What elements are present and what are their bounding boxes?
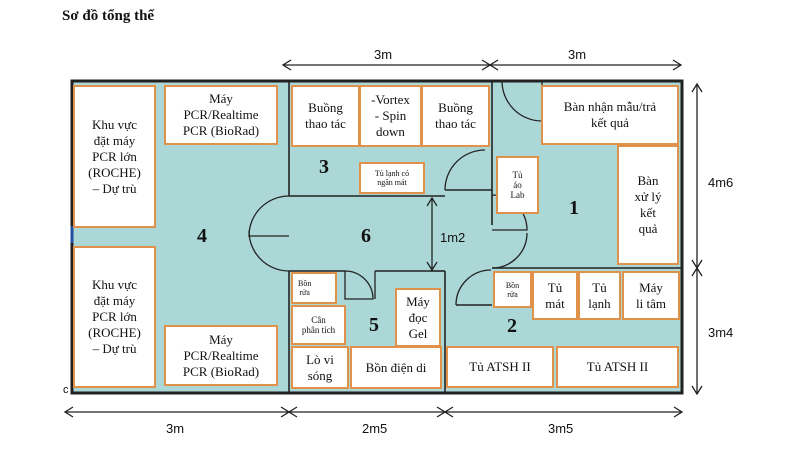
label-bon-dien-di: Bồn điện di	[365, 359, 427, 375]
box-bon-rua-5	[291, 272, 337, 304]
box-may-pcr-bottom	[164, 325, 278, 386]
dimension-lines	[63, 59, 703, 418]
box-buong-1	[291, 85, 360, 147]
dimension-bottom-mid: 2m5	[362, 421, 388, 436]
room-number-5: 5	[369, 314, 379, 336]
box-tu-lanh-ngan-mat	[359, 162, 425, 194]
label-may-pcr-bottom: Máy PCR/Realtime PCR (BioRad)	[182, 331, 260, 379]
label-may-pcr-top: Máy PCR/Realtime PCR (BioRad)	[182, 91, 260, 138]
box-buong-2	[421, 85, 490, 147]
label-vortex: -Vortex - Spin down	[371, 92, 410, 139]
label-bon-rua-2: Bồn rửa	[505, 280, 520, 299]
box-may-pcr-top	[164, 85, 278, 145]
box-khu-vuc-bottom	[73, 246, 156, 388]
box-bon-rua-2	[493, 271, 532, 308]
label-tu-lanh: Tủ lạnh	[588, 279, 611, 311]
box-may-li-tam	[622, 271, 680, 320]
box-bon-dien-di	[350, 346, 442, 389]
dimension-bottom-left: 3m	[166, 421, 185, 436]
label-tu-ao-lab: Tủ áo Lab	[510, 170, 525, 200]
dimension-bottom-right: 3m5	[548, 421, 574, 436]
label-tu-atsh-1: Tủ ATSH II	[469, 359, 531, 374]
label-buong-thao-tac-2: Buồng thao tác	[435, 100, 476, 131]
dimension-top-left: 3m	[374, 47, 393, 62]
box-tu-atsh-2	[556, 346, 679, 388]
box-can-phan-tich	[291, 305, 346, 345]
box-tu-lanh	[578, 271, 621, 320]
room-number-3: 3	[319, 156, 329, 178]
box-tu-mat	[532, 271, 578, 320]
label-tu-atsh-2: Tủ ATSH II	[586, 359, 649, 374]
label-ban-nhan-mau: Bàn nhận mẫu/trả kết quả	[563, 99, 657, 130]
equipment-boxes	[73, 85, 680, 389]
label-khu-vuc-bottom: Khu vực đặt máy PCR lớn (ROCHE) – Dự trù	[88, 277, 141, 356]
room-number-4: 4	[197, 225, 207, 247]
label-tu-mat: Tủ mát	[545, 279, 565, 311]
label-lo-vi-song: Lò vi sóng	[306, 351, 334, 383]
diagram-title: Sơ đồ tổng thể	[62, 8, 155, 24]
dimension-right-upper: 4m6	[708, 175, 734, 190]
dimension-right-lower: 3m4	[708, 325, 734, 340]
room-number-1: 1	[569, 197, 579, 219]
box-ban-xu-ly	[617, 145, 679, 265]
box-ban-nhan-mau	[541, 85, 679, 145]
label-may-li-tam: Máy li tâm	[636, 279, 666, 311]
box-khu-vuc-top	[73, 85, 156, 228]
corner-mark: c	[63, 384, 69, 396]
label-can-phan-tich: Cân phân tích	[301, 315, 336, 335]
label-bon-rua-5: Bồn rửa	[298, 279, 312, 297]
label-tu-lanh-ngan-mat: Tủ lạnh có ngăn mát	[374, 169, 410, 187]
room-number-6: 6	[361, 225, 371, 247]
label-ban-xu-ly: Bàn xử lý kết quả	[634, 173, 662, 236]
inner-walls	[288, 81, 682, 393]
label-buong-thao-tac-1: Buồng thao tác	[305, 100, 346, 131]
box-tu-ao-lab	[496, 156, 539, 214]
box-lo-vi-song	[291, 346, 349, 389]
dimension-top-right: 3m	[568, 47, 587, 62]
box-tu-atsh-1	[446, 346, 554, 388]
room-number-2: 2	[507, 315, 517, 337]
label-may-doc-gel: Máy đọc Gel	[406, 293, 430, 341]
label-khu-vuc-top: Khu vực đặt máy PCR lớn (ROCHE) – Dự trù	[88, 116, 141, 196]
dimension-inner-vertical: 1m2	[440, 230, 466, 245]
